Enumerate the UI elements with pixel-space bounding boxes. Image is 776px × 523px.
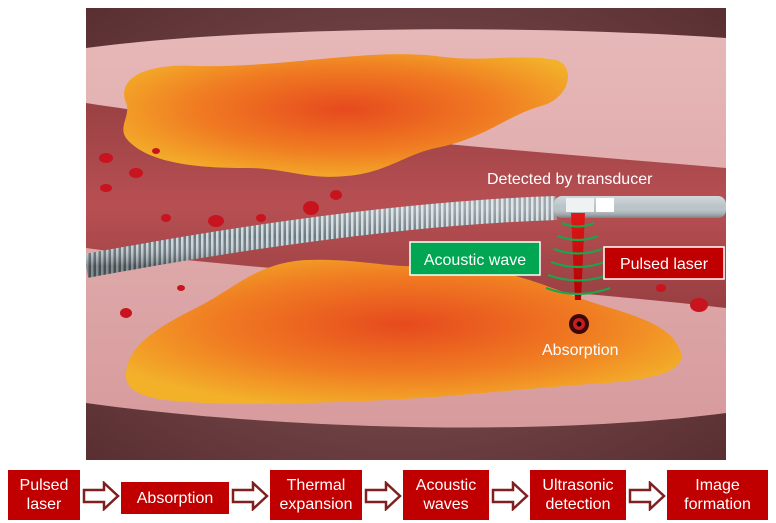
step-pulsed-laser-line2: laser (27, 495, 62, 514)
step-acoustic-waves-line2: waves (423, 495, 468, 514)
acoustic-wave-label: Acoustic wave (424, 252, 526, 269)
transducer-label: Detected by transducer (487, 171, 653, 188)
step-absorption-label: Absorption (137, 489, 214, 508)
step-pulsed-laser: Pulsed laser (8, 470, 80, 520)
step-thermal-expansion: Thermal expansion (270, 470, 362, 520)
absorption-label: Absorption (542, 342, 619, 359)
flow-arrow-1 (82, 481, 120, 511)
absorption-point (569, 314, 589, 334)
step-image-formation-line2: formation (684, 495, 751, 514)
flow-arrow-3 (364, 481, 402, 511)
step-pulsed-laser-line1: Pulsed (20, 476, 69, 495)
flow-arrow-2 (231, 481, 269, 511)
vessel-illustration: Detected by transducer Absorption Acoust… (86, 8, 726, 460)
flow-arrow-5 (628, 481, 666, 511)
step-acoustic-waves-line1: Acoustic (416, 476, 476, 495)
flow-arrow-4 (491, 481, 529, 511)
step-thermal-expansion-line2: expansion (280, 495, 353, 514)
step-image-formation-line1: Image (695, 476, 739, 495)
step-ultrasonic-detection-line1: Ultrasonic (542, 476, 613, 495)
step-absorption: Absorption (121, 482, 229, 514)
step-thermal-expansion-line1: Thermal (287, 476, 346, 495)
step-image-formation: Image formation (667, 470, 768, 520)
vessel-diagram: Detected by transducer Absorption Acoust… (86, 8, 726, 460)
step-ultrasonic-detection-line2: detection (546, 495, 611, 514)
step-ultrasonic-detection: Ultrasonic detection (530, 470, 626, 520)
step-acoustic-waves: Acoustic waves (403, 470, 489, 520)
pulsed-laser-label: Pulsed laser (620, 256, 709, 273)
